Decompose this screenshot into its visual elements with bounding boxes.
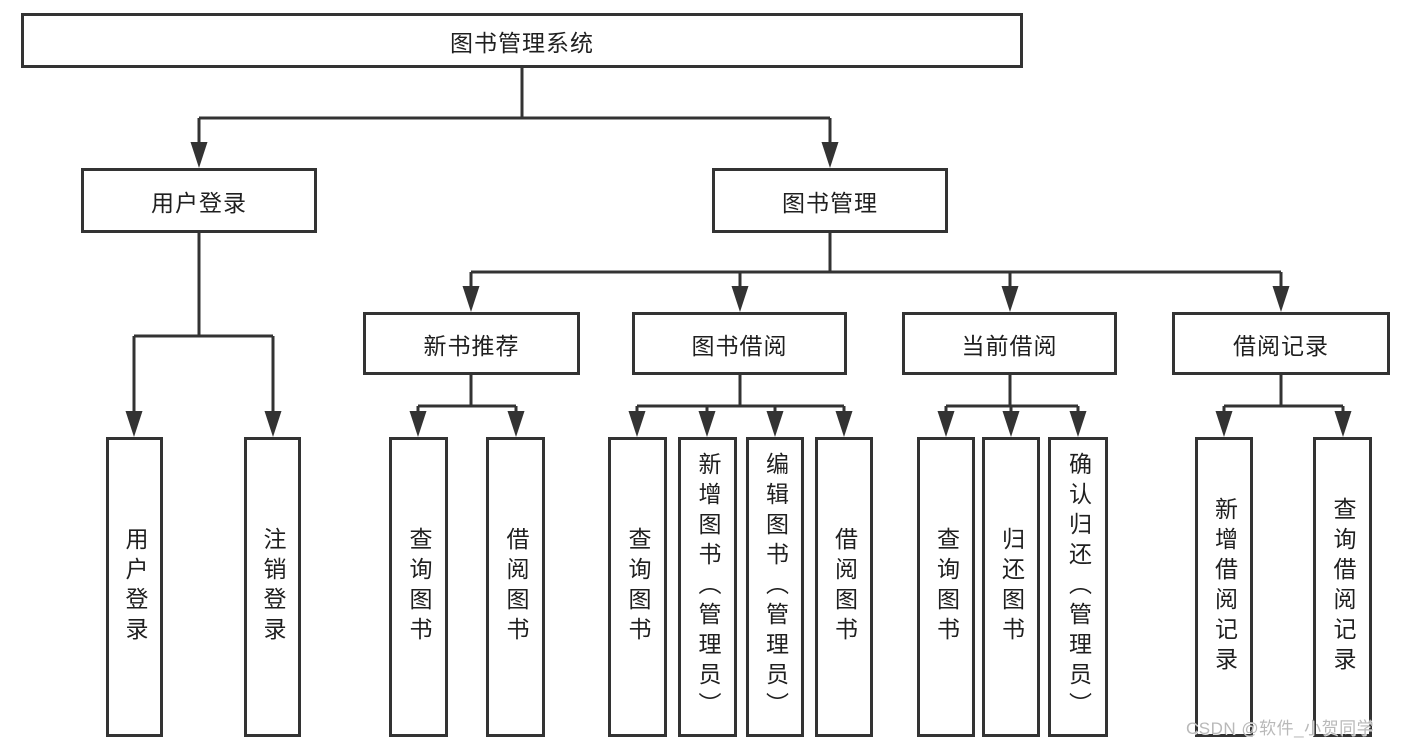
leaf-logout: 注销登录	[244, 437, 301, 737]
arrow-down-icon	[1215, 411, 1233, 437]
arrow-down-icon	[507, 411, 525, 437]
arrow-down-icon	[125, 411, 143, 437]
arrow-down-icon	[1272, 286, 1290, 312]
arrow-down-icon	[462, 286, 480, 312]
arrow-down-icon	[1334, 411, 1352, 437]
arrow-down-icon	[821, 142, 839, 168]
arrow-down-icon	[1069, 411, 1087, 437]
arrow-down-icon	[1001, 286, 1019, 312]
node-current-borrow: 当前借阅	[902, 312, 1117, 375]
arrow-down-icon	[1002, 411, 1020, 437]
leaf-borrow-books-borrow: 借阅图书	[815, 437, 873, 737]
leaf-user-login: 用户登录	[106, 437, 163, 737]
node-user-login: 用户登录	[81, 168, 317, 233]
node-library-system: 图书管理系统	[21, 13, 1023, 68]
leaf-label: 注销登录	[260, 527, 286, 647]
leaf-query-books-current: 查询图书	[917, 437, 975, 737]
leaf-label: 新增借阅记录	[1211, 497, 1238, 677]
node-book-borrow: 图书借阅	[632, 312, 847, 375]
leaf-label: 借阅图书	[503, 527, 529, 647]
connector-book-borrow-children	[635, 375, 846, 413]
connector-user-login-children	[132, 233, 275, 413]
leaf-label: 用户登录	[122, 527, 148, 647]
csdn-watermark: CSDN @软件_小贺同学	[1186, 719, 1375, 738]
leaf-label: 查询图书	[625, 527, 651, 647]
leaf-borrow-books-newbook: 借阅图书	[486, 437, 545, 737]
leaf-add-borrow-record: 新增借阅记录	[1195, 437, 1253, 737]
node-new-book-recommend: 新书推荐	[363, 312, 580, 375]
arrow-down-icon	[628, 411, 646, 437]
arrow-down-icon	[766, 411, 784, 437]
node-book-management: 图书管理	[712, 168, 948, 233]
leaf-confirm-return-admin: 确认归还（管理员）	[1048, 437, 1108, 737]
connector-new-book-children	[416, 375, 518, 413]
leaf-query-borrow-record: 查询借阅记录	[1313, 437, 1372, 737]
leaf-query-books-borrow: 查询图书	[608, 437, 667, 737]
arrow-down-icon	[731, 286, 749, 312]
leaf-label: 查询图书	[406, 527, 432, 647]
arrow-down-icon	[409, 411, 427, 437]
leaf-query-books-newbook: 查询图书	[389, 437, 448, 737]
leaf-label: 确认归还（管理员）	[1065, 452, 1092, 722]
arrow-down-icon	[190, 142, 208, 168]
connector-borrow-records-children	[1222, 375, 1345, 413]
connector-current-borrow-children	[944, 375, 1080, 413]
node-borrow-records: 借阅记录	[1172, 312, 1390, 375]
leaf-label: 查询借阅记录	[1330, 497, 1356, 677]
leaf-label: 查询图书	[933, 527, 960, 647]
arrow-down-icon	[937, 411, 955, 437]
leaf-return-books: 归还图书	[982, 437, 1040, 737]
leaf-label: 归还图书	[998, 527, 1025, 647]
leaf-label: 编辑图书（管理员）	[762, 452, 789, 722]
connector-book-mgmt-to-level3	[469, 233, 1283, 288]
leaf-label: 借阅图书	[831, 527, 858, 647]
leaf-label: 新增图书（管理员）	[695, 452, 721, 722]
arrow-down-icon	[264, 411, 282, 437]
leaf-add-book-admin: 新增图书（管理员）	[678, 437, 737, 737]
arrow-down-icon	[698, 411, 716, 437]
connector-root-to-level2	[197, 68, 832, 144]
arrow-down-icon	[835, 411, 853, 437]
leaf-edit-book-admin: 编辑图书（管理员）	[746, 437, 804, 737]
